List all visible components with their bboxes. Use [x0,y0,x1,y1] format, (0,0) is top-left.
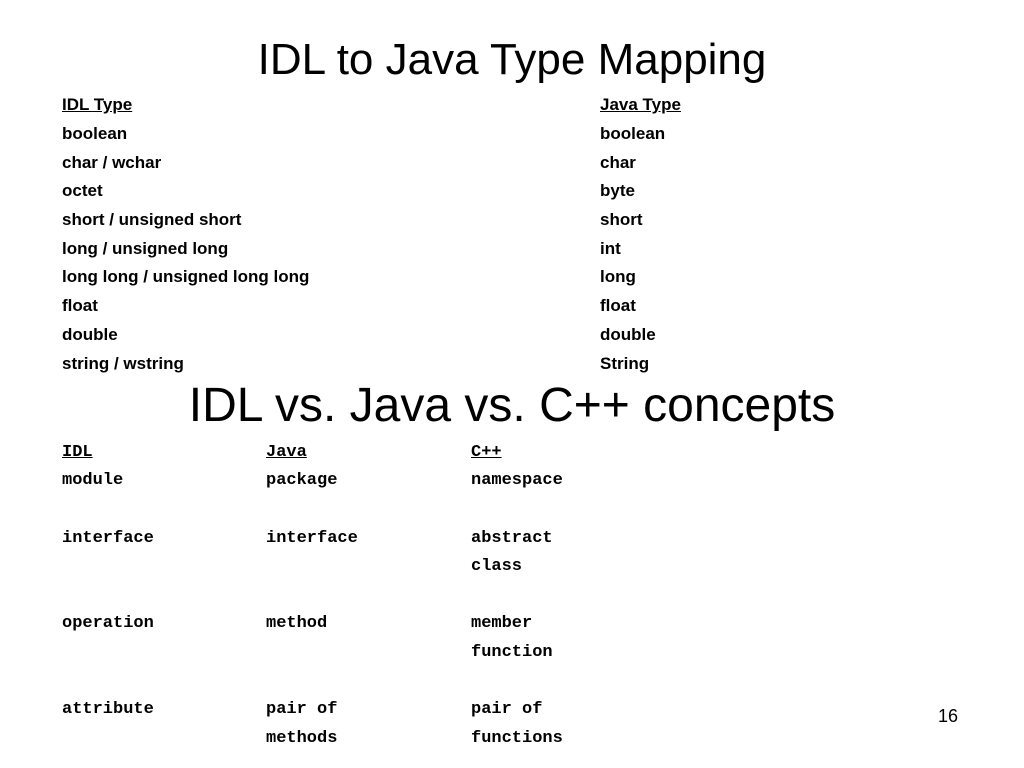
slide-title-concepts: IDL vs. Java vs. C++ concepts [188,379,836,432]
table-row: octet byte [62,177,681,206]
table-row [62,581,563,610]
column-header-idl: IDL [62,442,93,462]
table-row: class [62,552,563,581]
java-type-cell: short [600,210,643,230]
table-header-row: IDL Java C++ [62,438,563,467]
column-header-java-type: Java Type [600,95,681,115]
table-row: module package namespace [62,467,563,496]
table-row: function [62,638,563,667]
idl-type-cell: long long / unsigned long long [62,267,310,287]
idl-concept-cell: module [62,471,124,491]
column-header-idl-type: IDL Type [62,95,133,115]
cpp-concept-cell: class [471,557,523,577]
table-row [62,667,563,696]
java-type-cell: char [600,152,636,172]
idl-type-cell: short / unsigned short [62,210,242,230]
type-mapping-table: IDL Type Java Type boolean boolean char … [62,91,681,378]
idl-type-cell: float [62,296,98,316]
table-row: attribute pair of pair of [62,695,563,724]
idl-concept-cell: operation [62,614,154,634]
page-number: 16 [938,706,959,726]
idl-type-cell: boolean [62,124,128,144]
table-row: float float [62,292,681,321]
idl-type-cell: octet [62,181,103,201]
cpp-concept-cell: member [471,614,533,634]
table-row: interface interface abstract [62,524,563,553]
table-row: char / wchar char [62,148,681,177]
table-row: double double [62,321,681,350]
java-concept-cell: methods [266,728,338,748]
table-row [62,495,563,524]
java-type-cell: long [600,267,636,287]
java-concept-cell: pair of [266,700,338,720]
column-header-cpp: C++ [471,442,502,462]
java-concept-cell: package [266,471,338,491]
java-type-cell: boolean [600,124,666,144]
idl-type-cell: char / wchar [62,152,162,172]
cpp-concept-cell: function [471,642,553,662]
column-header-java: Java [266,442,307,462]
slide-title-type-mapping: IDL to Java Type Mapping [257,35,767,84]
cpp-concept-cell: namespace [471,471,563,491]
java-type-cell: String [600,353,650,373]
table-row: long / unsigned long int [62,234,681,263]
concepts-table: IDL Java C++ module package namespace in… [62,438,563,753]
java-type-cell: byte [600,181,635,201]
cpp-concept-cell: pair of [471,700,543,720]
idl-type-cell: string / wstring [62,353,184,373]
cpp-concept-cell: functions [471,728,563,748]
idl-concept-cell: attribute [62,700,154,720]
table-row: string / wstring String [62,349,681,378]
idl-type-cell: long / unsigned long [62,238,229,258]
java-type-cell: float [600,296,636,316]
java-concept-cell: interface [266,528,358,548]
table-row: methods functions [62,724,563,753]
table-row: short / unsigned short short [62,206,681,235]
table-header-row: IDL Type Java Type [62,91,681,120]
java-concept-cell: method [266,614,328,634]
idl-concept-cell: interface [62,528,154,548]
idl-type-cell: double [62,324,118,344]
java-type-cell: double [600,324,656,344]
cpp-concept-cell: abstract [471,528,553,548]
table-row: long long / unsigned long long long [62,263,681,292]
java-type-cell: int [600,238,621,258]
table-row: operation method member [62,610,563,639]
table-row: boolean boolean [62,120,681,149]
